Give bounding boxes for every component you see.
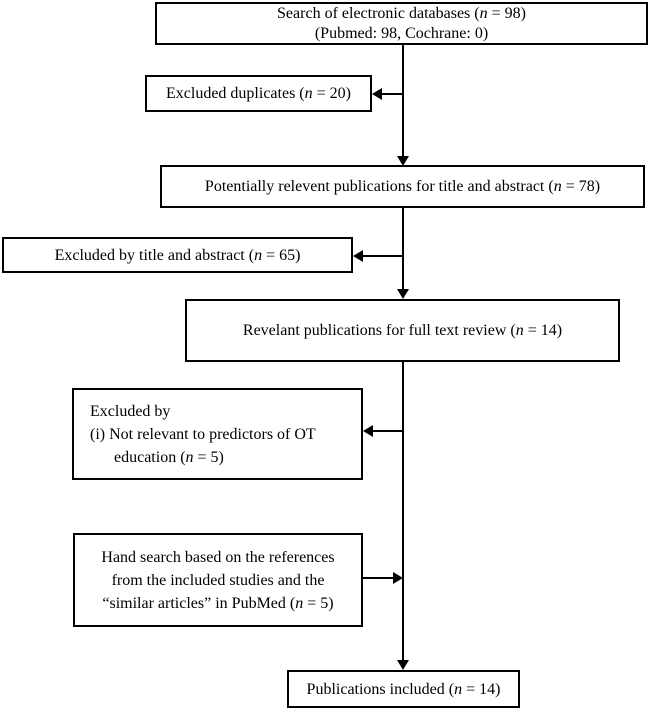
box-search-databases: Search of electronic databases (n = 98) …	[155, 2, 648, 45]
arrow-to-excluded-duplicates-line	[382, 93, 403, 95]
box-excluded-full-text-item-cont: education (n = 5)	[114, 448, 224, 466]
box-title-abstract-screen: Potentially relevent publications for ti…	[160, 165, 645, 208]
box-publications-included: Publications included (n = 14)	[287, 670, 520, 708]
arrowhead-down-icon	[397, 156, 409, 166]
arrow-from-hand-search-line	[363, 577, 393, 579]
box-hand-search-line-2: from the included studies and the	[111, 571, 325, 589]
box-title-abstract-label: Potentially relevent publications for ti…	[204, 178, 601, 195]
box-full-text-review-label: Revelant publications for full text revi…	[242, 322, 563, 339]
box-excluded-duplicates: Excluded duplicates (n = 20)	[145, 75, 372, 112]
arrow-search-to-title-abstract-line	[402, 45, 404, 157]
box-excluded-full-text: Excluded by (i) Not relevant to predicto…	[72, 388, 363, 480]
arrowhead-down-icon	[397, 289, 409, 299]
box-excluded-duplicates-label: Excluded duplicates (n = 20)	[166, 85, 351, 102]
box-search-line-2: (Pubmed: 98, Cochrane: 0)	[314, 24, 489, 42]
box-excluded-title-abstract-label: Excluded by title and abstract (n = 65)	[54, 246, 301, 264]
box-publications-included-label: Publications included (n = 14)	[306, 680, 501, 698]
box-excluded-full-text-heading: Excluded by	[90, 402, 171, 420]
arrow-to-excluded-full-text-line	[373, 430, 403, 432]
box-excluded-title-abstract: Excluded by title and abstract (n = 65)	[2, 237, 353, 273]
box-hand-search: Hand search based on the references from…	[73, 533, 363, 627]
arrowhead-left-icon	[372, 88, 382, 100]
box-hand-search-line-1: Hand search based on the references	[101, 548, 335, 566]
box-excluded-full-text-item: (i) Not relevant to predictors of OT	[90, 425, 316, 443]
box-search-line-1: Search of electronic databases (n = 98)	[277, 4, 526, 22]
box-hand-search-line-3: “similar articles” in PubMed (n = 5)	[102, 594, 334, 612]
arrowhead-right-icon	[393, 572, 403, 584]
arrow-title-abstract-to-full-text-line	[402, 208, 404, 290]
arrowhead-down-icon	[397, 660, 409, 670]
arrow-to-excluded-title-abstract-line	[363, 255, 403, 257]
arrow-full-text-to-included-line	[402, 362, 404, 661]
arrowhead-left-icon	[353, 250, 363, 262]
box-full-text-review: Revelant publications for full text revi…	[185, 299, 620, 362]
arrowhead-left-icon	[363, 425, 373, 437]
